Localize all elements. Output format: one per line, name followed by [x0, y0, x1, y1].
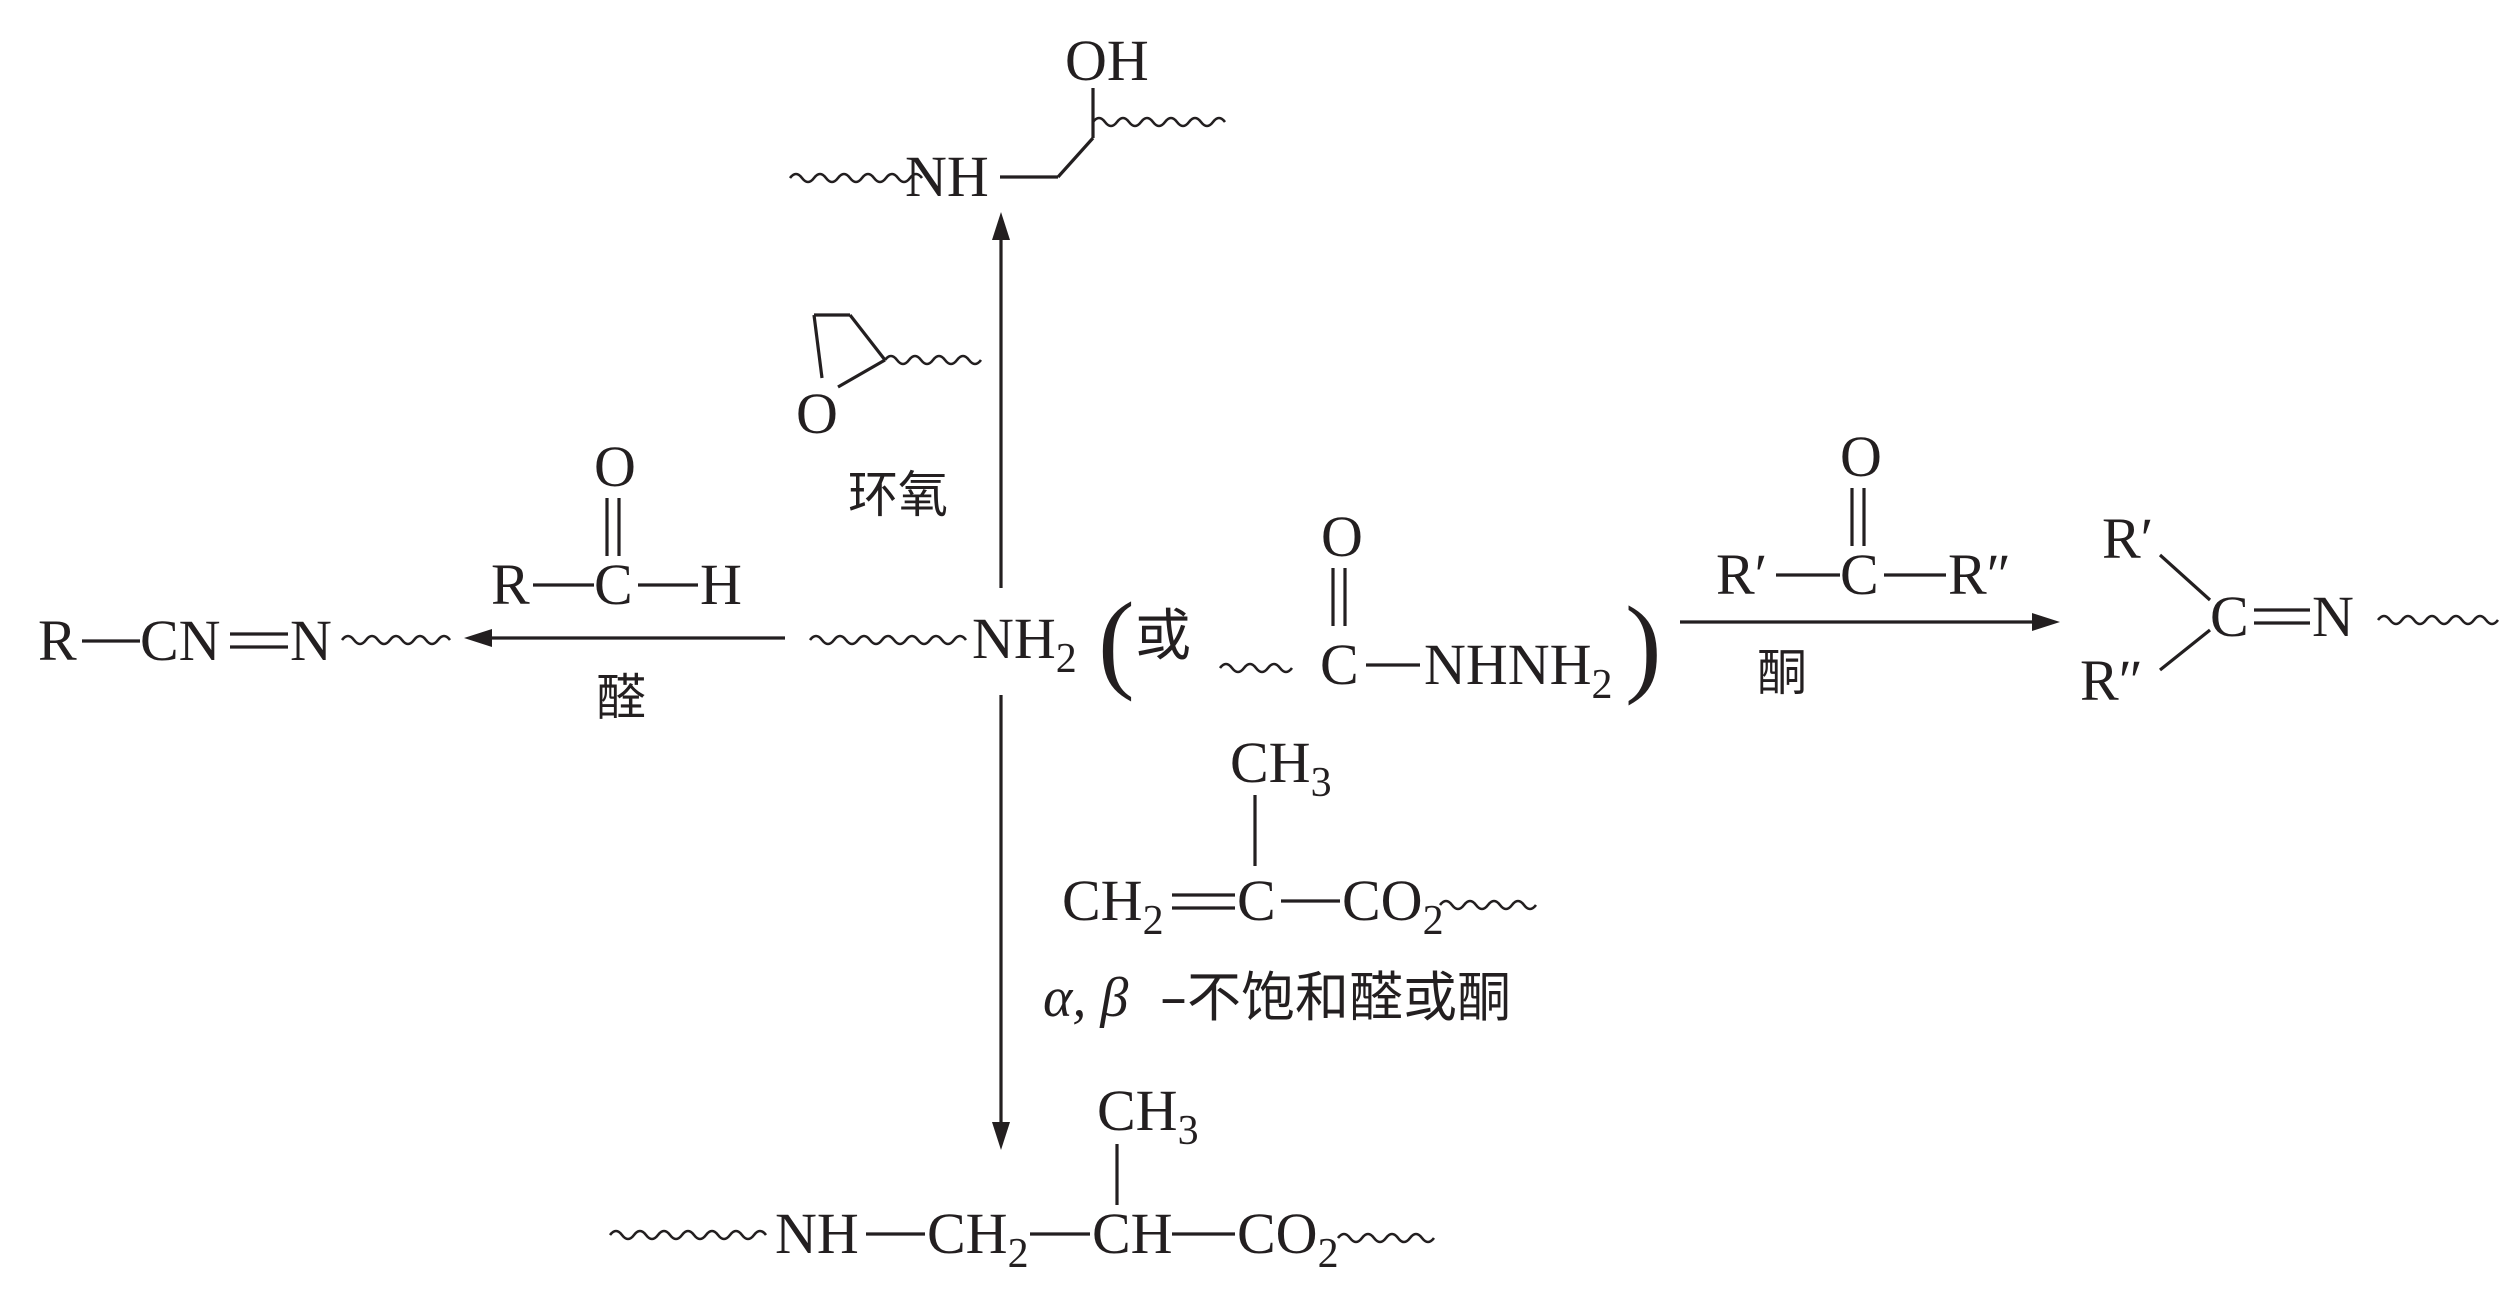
right-product-r1: R′ [2102, 506, 2153, 571]
hydrazide-wavy-chain [1218, 662, 1294, 674]
top-product-wavy-right [1091, 116, 1227, 128]
ketone-r1: R′ [1716, 542, 1767, 607]
bottom-product-wavy-right [1336, 1232, 1436, 1244]
paren-open: ( [1098, 580, 1135, 702]
epoxide-o-bond [837, 358, 886, 389]
hydrazide-nhnh2: NHNH2 [1424, 632, 1613, 708]
epoxide-right-bond [848, 314, 887, 361]
right-product-r2: R″ [2080, 648, 2143, 713]
aldehyde-r: R [491, 552, 530, 617]
michael-pathway: CH3 CH2 C CO2 α, β –不饱和醛或酮 CH3 NH CH2 CH… [608, 695, 1538, 1277]
unsaturated-label: –不饱和醛或酮 [1160, 966, 1511, 1029]
center-wavy-chain [808, 634, 968, 646]
right-product-r1c-bond [2158, 553, 2212, 602]
aldehyde-oxygen: O [594, 434, 636, 499]
hydrazide-oxygen: O [1321, 504, 1363, 569]
left-product-n: N [290, 608, 332, 673]
ketone-pathway: O R′ C R″ 酮 R′ R″ C N [1680, 424, 2500, 713]
bottom-product-co2: CO2 [1237, 1201, 1339, 1277]
aldehyde-pathway: O R C H 醛 R CN N [38, 434, 785, 727]
left-product-r: R [38, 608, 77, 673]
ketone-oxygen: O [1840, 424, 1882, 489]
epoxide-oxygen: O [796, 381, 838, 446]
arrow-up-head [992, 212, 1010, 240]
aldehyde-h: H [700, 552, 742, 617]
right-product-n: N [2312, 584, 2354, 649]
top-product-wavy-left [788, 172, 924, 184]
right-product-carbon: C [2210, 584, 2249, 649]
bottom-product-nh: NH [775, 1201, 859, 1266]
bottom-product-ch2: CH2 [927, 1201, 1029, 1277]
epoxide-pathway: NH OH O 环氧 [788, 28, 1227, 588]
left-product-cn: CN [140, 608, 221, 673]
center-reactant: NH2 ( 或 O C NHNH2 ) [808, 504, 1662, 708]
ketone-r2: R″ [1948, 542, 2011, 607]
epoxide-wavy-chain [883, 354, 983, 366]
methacrylate-ch2: CH2 [1062, 868, 1164, 944]
arrow-down-head [992, 1122, 1010, 1150]
left-product-wavy-chain [340, 634, 452, 646]
ketone-carbon: C [1840, 542, 1879, 607]
methacrylate-wavy-chain [1438, 899, 1538, 911]
amine-group: NH2 [972, 606, 1077, 682]
right-product-wavy-chain [2376, 614, 2500, 626]
aldehyde-label: 醛 [596, 669, 646, 727]
aldehyde-carbon: C [594, 552, 633, 617]
or-label: 或 [1135, 604, 1191, 669]
bottom-product-ch: CH [1092, 1201, 1173, 1266]
epoxide-left-bond [812, 314, 824, 379]
bottom-product-ch3: CH3 [1097, 1078, 1199, 1154]
right-product-r2c-bond [2159, 628, 2211, 672]
paren-close: ) [1625, 584, 1662, 706]
arrow-left-head [464, 629, 492, 647]
unsaturated-greek-label: α, β [1043, 967, 1128, 1029]
methacrylate-carbon: C [1237, 868, 1276, 933]
top-product-ch2-ch-bond [1056, 136, 1095, 179]
arrow-right-head [2032, 613, 2060, 631]
ketone-label: 酮 [1757, 644, 1807, 702]
hydrazide-carbon: C [1320, 632, 1359, 697]
methacrylate-ch3: CH3 [1230, 730, 1332, 806]
top-product-nh: NH [905, 144, 989, 209]
methacrylate-co2: CO2 [1342, 868, 1444, 944]
epoxide-label: 环氧 [848, 466, 948, 524]
top-product-hydroxyl: OH [1065, 28, 1149, 93]
bottom-product-wavy-left [608, 1229, 768, 1241]
